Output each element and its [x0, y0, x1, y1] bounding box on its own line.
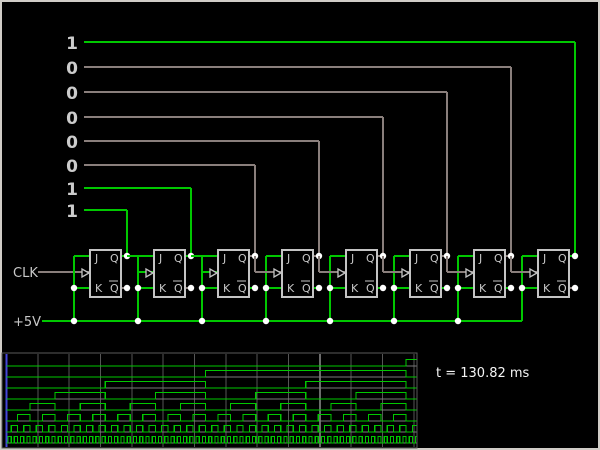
clock-triangle-icon [465, 267, 475, 279]
scope-trace-q0 [6, 435, 417, 444]
ff-label-q: Q [110, 252, 119, 265]
ff-label-k: K [287, 282, 295, 295]
vcc-rail-label[interactable]: +5V [13, 315, 41, 330]
scope-trace-q2 [6, 413, 417, 422]
scope-trace-q4 [6, 391, 417, 400]
ff-label-qbar: Q [174, 282, 183, 295]
ff-label-q: Q [174, 252, 183, 265]
scope-trace-q7 [6, 358, 417, 367]
ff-label-q: Q [366, 252, 375, 265]
rail-junction-dot [70, 317, 78, 325]
scope-panel[interactable] [1, 352, 418, 449]
rail-junction-dot [134, 317, 142, 325]
logic-output-bit0[interactable]: 1 [66, 202, 78, 222]
logic-output-bit7[interactable]: 1 [66, 34, 78, 54]
ff-label-j: J [222, 252, 226, 265]
ff-label-k: K [543, 282, 551, 295]
k-junction-dot [518, 284, 526, 292]
jk-flipflop-8[interactable] [537, 249, 570, 298]
qbar-post-dot [571, 284, 579, 292]
logic-output-bit4[interactable]: 0 [66, 109, 78, 129]
ff-label-qbar: Q [238, 282, 247, 295]
ff-label-k: K [479, 282, 487, 295]
logic-output-bit5[interactable]: 0 [66, 84, 78, 104]
ff-label-q: Q [430, 252, 439, 265]
ff-label-j: J [478, 252, 482, 265]
k-junction-dot [326, 284, 334, 292]
ff-label-j: J [94, 252, 98, 265]
qbar-post-dot [315, 284, 323, 292]
rail-junction-dot [390, 317, 398, 325]
k-junction-dot [198, 284, 206, 292]
clk-input-label[interactable]: CLK [13, 266, 38, 281]
clock-triangle-icon [401, 267, 411, 279]
qbar-post-dot [379, 284, 387, 292]
k-junction-dot [390, 284, 398, 292]
sim-time-readout: t = 130.82 ms [436, 366, 530, 381]
ff-label-q: Q [558, 252, 567, 265]
logic-output-bit1[interactable]: 1 [66, 180, 78, 200]
ff-label-q: Q [238, 252, 247, 265]
jk-flipflop-2[interactable] [153, 249, 186, 298]
jk-flipflop-1[interactable] [89, 249, 122, 298]
scope-trace-q5 [6, 380, 417, 389]
clock-triangle-icon [81, 267, 91, 279]
ff-label-k: K [415, 282, 423, 295]
ff-label-qbar: Q [430, 282, 439, 295]
rail-junction-dot [454, 317, 462, 325]
logic-output-bit2[interactable]: 0 [66, 157, 78, 177]
clock-triangle-icon [145, 267, 155, 279]
q-post-dot [571, 252, 579, 260]
ff-label-qbar: Q [302, 282, 311, 295]
ff-label-j: J [286, 252, 290, 265]
jk-flipflop-4[interactable] [281, 249, 314, 298]
qbar-post-dot [507, 284, 515, 292]
rail-junction-dot [262, 317, 270, 325]
qbar-post-dot [443, 284, 451, 292]
ff-label-j: J [542, 252, 546, 265]
ff-label-j: J [158, 252, 162, 265]
ff-label-k: K [351, 282, 359, 295]
ff-label-qbar: Q [494, 282, 503, 295]
ff-label-qbar: Q [366, 282, 375, 295]
ff-label-qbar: Q [558, 282, 567, 295]
ff-label-k: K [95, 282, 103, 295]
ff-label-q: Q [302, 252, 311, 265]
k-junction-dot [134, 284, 142, 292]
ff-label-k: K [159, 282, 167, 295]
jk-flipflop-7[interactable] [473, 249, 506, 298]
k-junction-dot [454, 284, 462, 292]
qbar-post-dot [251, 284, 259, 292]
ff-label-j: J [414, 252, 418, 265]
clock-triangle-icon [273, 267, 283, 279]
rail-junction-dot [326, 317, 334, 325]
k-junction-dot [262, 284, 270, 292]
logic-output-bit3[interactable]: 0 [66, 133, 78, 153]
scope-trace-q6 [6, 369, 417, 378]
rail-junction-dot [198, 317, 206, 325]
logic-output-bit6[interactable]: 0 [66, 59, 78, 79]
ff-label-j: J [350, 252, 354, 265]
jk-flipflop-3[interactable] [217, 249, 250, 298]
k-junction-dot [70, 284, 78, 292]
jk-flipflop-6[interactable] [409, 249, 442, 298]
qbar-post-dot [123, 284, 131, 292]
ff-label-q: Q [494, 252, 503, 265]
qbar-post-dot [187, 284, 195, 292]
clock-triangle-icon [209, 267, 219, 279]
clock-triangle-icon [337, 267, 347, 279]
ff-label-k: K [223, 282, 231, 295]
ff-label-qbar: Q [110, 282, 119, 295]
scope-trace-q1 [6, 424, 417, 433]
jk-flipflop-5[interactable] [345, 249, 378, 298]
clock-triangle-icon [529, 267, 539, 279]
scope-trace-q3 [6, 402, 417, 411]
